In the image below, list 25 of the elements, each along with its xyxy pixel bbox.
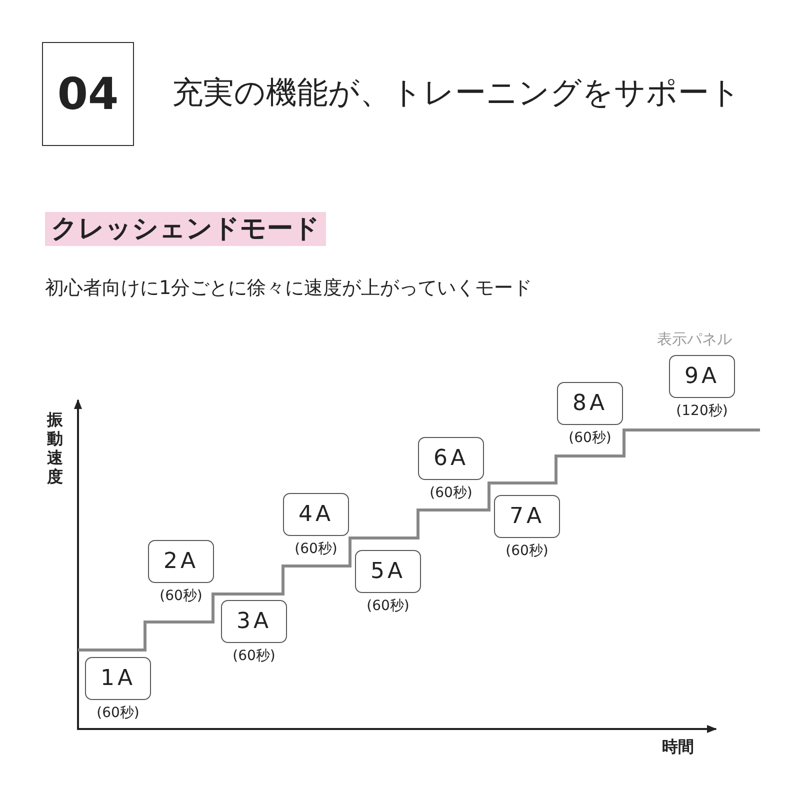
display-panel: 1A [85, 657, 151, 700]
display-panel: 6A [418, 437, 484, 480]
display-panel: 5A [355, 550, 421, 593]
title: 充実の機能が、トレーニングをサポート [172, 74, 742, 112]
duration-label: (60秒) [366, 597, 410, 615]
duration-label: (60秒) [428, 484, 474, 502]
display-panel: 3A [221, 600, 287, 643]
description: 初心者向けに1分ごとに徐々に速度が上がっていくモード [45, 276, 532, 301]
duration-label: (60秒) [294, 540, 338, 558]
duration-label: (60秒) [504, 542, 550, 560]
duration-label: (60秒) [158, 587, 204, 605]
display-panel: 7A [494, 495, 560, 538]
number-box: 04 [42, 42, 134, 146]
section-heading: クレッシェンドモード [45, 212, 326, 246]
duration-label: (60秒) [96, 704, 140, 722]
display-panel: 9A [669, 355, 735, 398]
panel-caption: 表示パネル [657, 330, 732, 349]
display-panel: 8A [557, 382, 623, 425]
display-panel: 2A [148, 540, 214, 583]
axis-title: 振動速度 [47, 410, 64, 486]
display-panel: 4A [283, 493, 349, 536]
duration-label: (60秒) [232, 647, 276, 665]
axis-title: 時間 [662, 737, 694, 758]
duration-label: (60秒) [568, 429, 612, 447]
duration-label: (120秒) [675, 402, 729, 420]
